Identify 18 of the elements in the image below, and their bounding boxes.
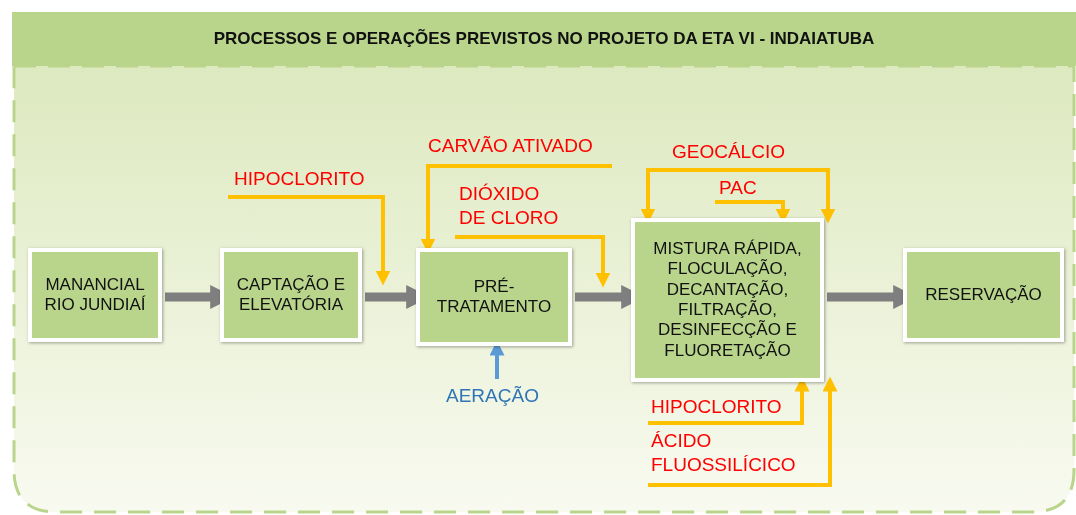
process-box: RESERVAÇÃO <box>903 248 1064 342</box>
reagent-label: CARVÃO ATIVADO <box>428 132 618 160</box>
reagent-label: ÁCIDO FLUOSSILÍCICO <box>651 427 821 479</box>
process-box: MISTURA RÁPIDA, FLOCULAÇÃO, DECANTAÇÃO, FILTRAÇÃO, DESINFECÇÃO E FLUORETAÇÃO <box>631 218 824 382</box>
reagent-label: HIPOCLORITO <box>234 166 384 192</box>
process-box: PRÉ-TRATAMENTO <box>416 248 572 346</box>
reagent-label: DIÓXIDO DE CLORO <box>459 180 569 232</box>
reagent-label: GEOCÁLCIO <box>672 138 802 165</box>
reagent-label: HIPOCLORITO <box>651 394 806 420</box>
title-banner: PROCESSOS E OPERAÇÕES PREVISTOS NO PROJETO DA ETA VI - INDAIATUBA <box>12 12 1076 66</box>
arrow <box>228 195 391 286</box>
process-box: CAPTAÇÃO E ELEVATÓRIA <box>220 248 362 342</box>
process-box: MANANCIAL RIO JUNDIAÍ <box>28 248 162 342</box>
reagent-label: PAC <box>719 176 769 200</box>
arrow <box>738 168 836 224</box>
arrow <box>648 376 838 487</box>
reagent-label: AERAÇÃO <box>446 383 556 409</box>
arrow <box>455 235 611 288</box>
